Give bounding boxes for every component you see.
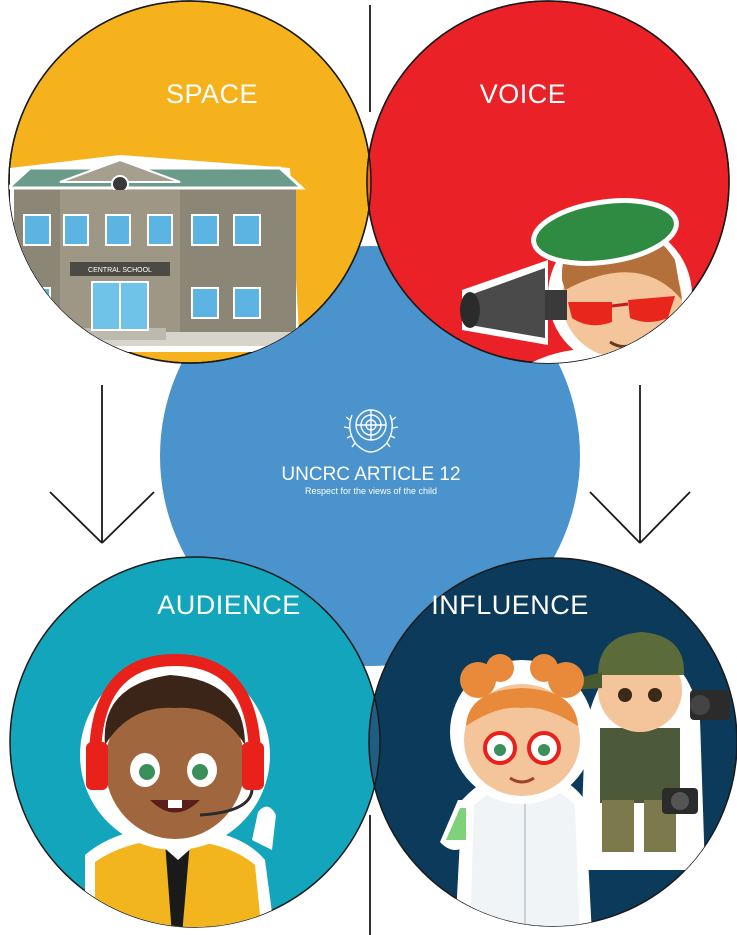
- right-arrow-head-b: [639, 491, 691, 544]
- center-circle: [160, 246, 580, 666]
- center-subtitle: Respect for the views of the child: [305, 486, 437, 496]
- audience-label: AUDIENCE: [157, 590, 301, 620]
- right-arrow-head-a: [589, 491, 641, 544]
- scientist-and-photographer-icon: [440, 632, 730, 926]
- un-emblem-icon: [343, 409, 399, 453]
- connector-lines: [49, 5, 691, 935]
- child-with-megaphone-icon: [460, 198, 700, 363]
- left-arrow-head-b: [101, 491, 155, 544]
- school-building-icon: CENTRAL SCHOOL: [9, 155, 306, 352]
- influence-label: INFLUENCE: [431, 590, 589, 620]
- school-sign-text: CENTRAL SCHOOL: [88, 267, 152, 274]
- space-label: SPACE: [166, 79, 258, 109]
- center-title: UNCRC ARTICLE 12: [281, 464, 460, 485]
- left-arrow-head-a: [49, 491, 103, 544]
- voice-label: VOICE: [480, 79, 567, 109]
- child-with-headset-icon: [80, 653, 276, 927]
